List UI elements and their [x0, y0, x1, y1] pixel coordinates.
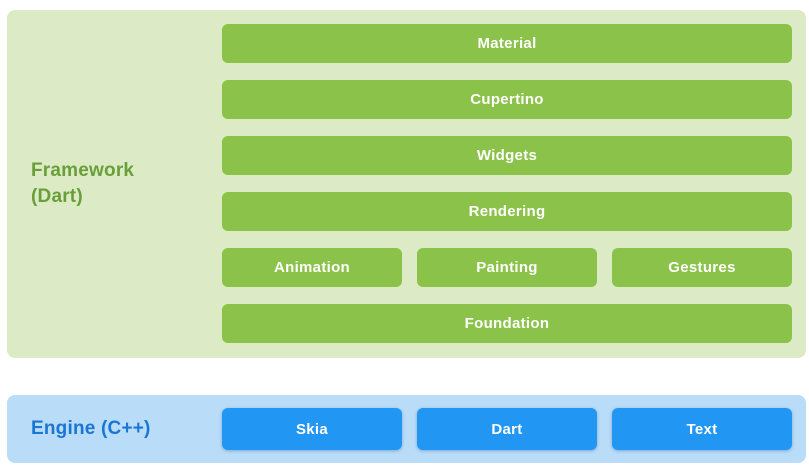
layer-painting: Painting [417, 248, 597, 287]
layer-foundation: Foundation [222, 304, 792, 343]
framework-sublayer-row: Animation Painting Gestures [222, 248, 792, 287]
component-skia: Skia [222, 408, 402, 450]
layer-material: Material [222, 24, 792, 63]
layer-gestures: Gestures [612, 248, 792, 287]
framework-panel-label: Framework (Dart) [31, 158, 134, 210]
framework-panel: Framework (Dart) Material Cupertino Widg… [7, 10, 806, 358]
component-text: Text [612, 408, 792, 450]
component-dart: Dart [417, 408, 597, 450]
framework-layer-stack: Material Cupertino Widgets Rendering Ani… [222, 24, 792, 343]
layer-cupertino: Cupertino [222, 80, 792, 119]
layer-animation: Animation [222, 248, 402, 287]
framework-label-line1: Framework [31, 160, 135, 181]
layer-rendering: Rendering [222, 192, 792, 231]
engine-panel-label: Engine (C++) [31, 418, 151, 439]
engine-panel: Engine (C++) Skia Dart Text [7, 395, 806, 463]
engine-component-row: Skia Dart Text [222, 408, 792, 450]
framework-label-line2: (Dart) [31, 186, 83, 207]
layer-widgets: Widgets [222, 136, 792, 175]
